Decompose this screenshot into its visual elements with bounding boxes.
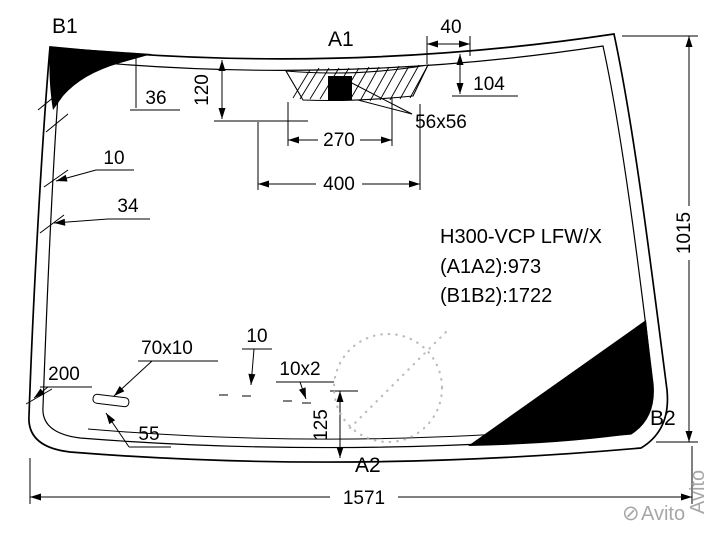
dim-10-bottom [219,348,272,397]
dim-120-label: 120 [192,74,213,106]
dim-56x56-label: 56x56 [415,112,467,133]
part-code: H300-VCP LFW/X [440,226,602,248]
dim-1015-label: 1015 [674,212,695,254]
dim-40 [426,36,471,64]
watermark-text-bottom: Avito [641,503,685,525]
dim-34 [39,214,150,234]
part-info: H300-VCP LFW/X (A1A2):973 (B1B2):1722 [440,226,602,307]
dim-36-label: 36 [145,88,166,109]
glass-outer-contour [28,33,669,463]
dim-36 [130,56,180,111]
dim-400 [257,104,421,190]
dim-10x2 [276,381,334,404]
corner-label-b1: B1 [52,15,78,38]
dim-200-label: 200 [48,364,80,385]
dim-1571-label: 1571 [343,488,385,509]
dim-125-label: 125 [311,409,332,441]
dim-120 [214,60,308,122]
sensor-band [284,64,429,102]
watermark-text-vertical: Avito [687,470,709,514]
dim-70x10-label: 70x10 [141,338,193,359]
dim-1571 [29,446,693,504]
mirror-mount-square [328,76,352,100]
dim-270-label: 270 [323,130,355,151]
dim-10x2-label: 10x2 [279,359,320,380]
sensor-band-outline [284,64,429,102]
dim-10-edge-label: 10 [103,148,124,169]
part-dim-b1b2: (B1B2):1722 [440,285,552,307]
dim-56x56-leaders [345,79,413,115]
corner-label-a2: A2 [355,454,381,477]
dim-270 [287,98,393,146]
dim-400-label: 400 [323,174,355,195]
dim-55-label: 55 [138,424,159,445]
dim-10-edge [43,169,134,188]
black-corner-top-left [49,47,152,110]
dim-55 [105,412,171,448]
corner-label-a1: A1 [328,28,354,51]
black-corner-bottom-right [468,320,654,446]
corner-label-b2: B2 [650,407,676,430]
dim-40-label: 40 [440,17,461,38]
edge-ticks-top-left [37,91,69,133]
dim-104-label: 104 [473,74,505,95]
dim-10-bottom-label: 10 [246,326,267,347]
watermark-logo-slash [348,328,450,430]
dim-34-label: 34 [117,196,139,217]
part-dim-a1a2: (A1A2):973 [440,256,541,278]
dim-1015 [622,35,698,443]
watermark-logo-icon: ⊘ [622,502,640,525]
watermark-logo-circle [332,332,444,444]
dim-200 [25,386,92,405]
watermark-group: Avito ⊘ Avito [332,328,709,525]
dim-104 [452,54,518,97]
dim-70x10 [92,360,218,408]
